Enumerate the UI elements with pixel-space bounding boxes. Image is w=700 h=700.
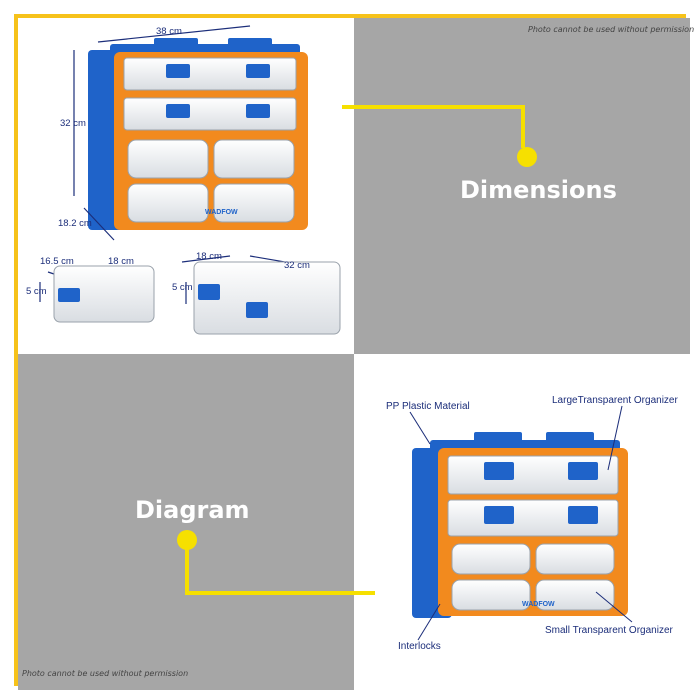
callout-interlocks: Interlocks	[398, 641, 441, 652]
diagram-heading-panel	[18, 354, 354, 690]
dim-small-depth-label: 16.5 cm	[40, 256, 74, 267]
dimensions-connector	[342, 105, 537, 167]
diagram-case-image: WADFOW	[412, 432, 628, 618]
callout-small-organizer: Small Transparent Organizer	[545, 625, 673, 636]
dimensions-heading: Dimensions	[460, 176, 617, 204]
dim-large-depth-label: 18 cm	[196, 251, 222, 262]
dim-small-width-label: 18 cm	[108, 256, 134, 267]
dim-depth-label: 18.2 cm	[58, 218, 92, 229]
dim-height-label: 32 cm	[60, 118, 86, 129]
callout-material: PP Plastic Material	[386, 401, 470, 412]
brand-logo-diagram: WADFOW	[522, 601, 555, 608]
brand-logo: WADFOW	[205, 209, 238, 216]
organizer-case-image: WADFOW	[88, 38, 308, 230]
dim-large-height-label: 5 cm	[172, 282, 193, 293]
diagram-connector	[177, 530, 375, 595]
large-organizer-image	[193, 261, 341, 335]
watermark-top: Photo cannot be used without permission	[528, 25, 695, 34]
dimensions-heading-panel	[354, 18, 690, 354]
watermark-bottom: Photo cannot be used without permission	[22, 669, 189, 678]
dim-width-label: 38 cm	[156, 26, 182, 37]
diagram-heading: Diagram	[135, 496, 250, 524]
dim-small-height-label: 5 cm	[26, 286, 47, 297]
callout-lines	[409, 405, 633, 641]
dim-large-width-label: 32 cm	[284, 260, 310, 271]
callout-large-organizer: LargeTransparent Organizer	[552, 395, 678, 406]
small-organizer-image	[53, 265, 155, 323]
